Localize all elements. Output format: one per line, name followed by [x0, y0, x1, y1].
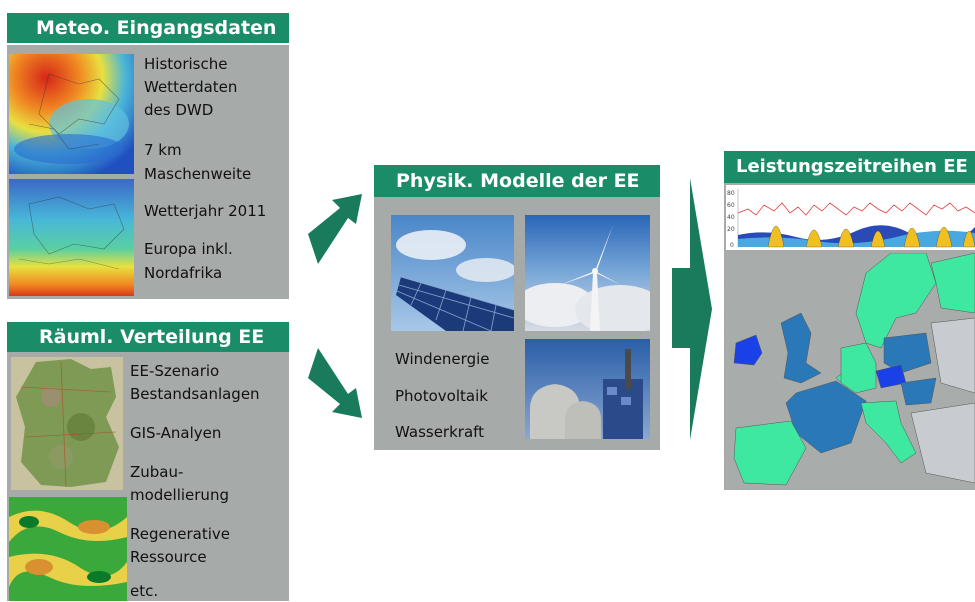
meteo-line-7: Europa inkl. — [144, 240, 233, 258]
arrow-meteo-to-physics — [306, 188, 364, 268]
heatmap-europe-image-2 — [9, 179, 134, 296]
meteo-panel-title: Meteo. Eingangsdaten — [7, 13, 289, 43]
arrow-spatial-to-physics — [306, 344, 364, 424]
meteo-line-3: des DWD — [144, 101, 214, 119]
physics-line-3: Wasserkraft — [395, 423, 485, 441]
chart-tick-0: 0 — [730, 242, 734, 249]
meteo-line-4: 7 km — [144, 141, 182, 159]
physics-line-1: Windenergie — [395, 350, 490, 368]
spatial-line-5: modellierung — [130, 486, 229, 504]
land-use-map-image — [9, 497, 127, 601]
chart-tick-40: 40 — [727, 214, 735, 221]
spatial-line-8: etc. — [130, 582, 159, 600]
physics-panel-title: Physik. Modelle der EE — [374, 165, 660, 197]
spatial-line-6: Regenerative — [130, 525, 230, 543]
spatial-line-1: EE-Szenario — [130, 362, 220, 380]
meteo-line-8: Nordafrika — [144, 264, 223, 282]
time-series-chart: 80 60 40 20 0 — [726, 185, 975, 250]
physics-line-2: Photovoltaik — [395, 387, 488, 405]
spatial-line-2: Bestandsanlagen — [130, 385, 260, 403]
solar-panel-image — [391, 215, 514, 331]
meteo-line-6: Wetterjahr 2011 — [144, 202, 267, 220]
spatial-line-7: Ressource — [130, 548, 207, 566]
heatmap-europe-image — [9, 54, 134, 174]
biogas-plant-image — [525, 339, 650, 439]
spatial-line-4: Zubau- — [130, 463, 184, 481]
arrow-physics-to-output — [672, 178, 712, 440]
wind-turbine-image — [525, 215, 650, 331]
meteo-line-1: Historische — [144, 55, 228, 73]
meteo-line-5: Maschenweite — [144, 165, 252, 183]
meteo-line-2: Wetterdaten — [144, 78, 238, 96]
spatial-panel-title: Räuml. Verteilung EE — [7, 322, 289, 352]
chart-tick-60: 60 — [727, 202, 735, 209]
germany-map-image — [11, 357, 123, 490]
chart-tick-80: 80 — [727, 190, 735, 197]
output-panel-title: Leistungszeitreihen EE — [724, 151, 975, 183]
spatial-line-3: GIS-Analyen — [130, 424, 222, 442]
chart-tick-20: 20 — [727, 226, 735, 233]
europe-map-image — [726, 253, 975, 489]
